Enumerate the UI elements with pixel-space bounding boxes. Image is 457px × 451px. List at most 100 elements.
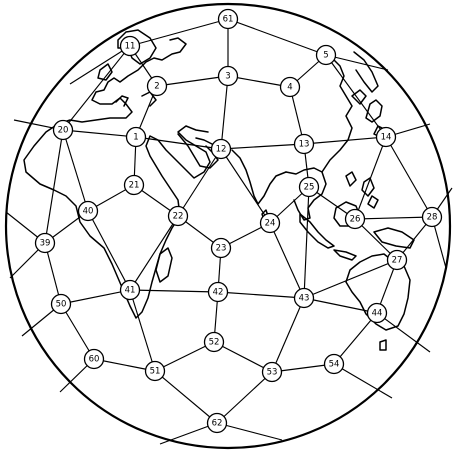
- node-52: 52: [203, 331, 225, 353]
- node-circle: [323, 353, 345, 375]
- node-label: 54: [329, 360, 340, 370]
- node-label: 40: [83, 207, 94, 217]
- sumatra-java: [299, 213, 357, 261]
- node-23: 23: [210, 237, 232, 259]
- node-circle: [167, 205, 189, 227]
- node-label: 60: [89, 355, 100, 365]
- edge-1-12: [135, 136, 222, 150]
- edge-40-41: [87, 210, 131, 291]
- node-circle: [123, 174, 145, 196]
- node-13: 13: [293, 133, 315, 155]
- edge-51-62: [154, 370, 218, 424]
- node-circle: [261, 361, 283, 383]
- edge-5-boundary-12: [325, 54, 389, 71]
- node-label: 53: [267, 368, 278, 378]
- node-circle: [279, 76, 301, 98]
- node-label: 50: [56, 300, 67, 310]
- node-label: 3: [225, 72, 230, 82]
- node-41: 41: [119, 279, 141, 301]
- philippines: [345, 171, 379, 209]
- node-label: 51: [150, 367, 161, 377]
- node-label: 13: [299, 140, 310, 150]
- coastlines: [23, 29, 415, 351]
- edge-53-62: [216, 371, 273, 424]
- edge-52-53: [213, 341, 273, 373]
- node-circle: [366, 302, 388, 324]
- edge-13-14: [303, 136, 387, 145]
- node-circle: [293, 133, 315, 155]
- node-label: 20: [58, 126, 69, 136]
- node-40: 40: [77, 200, 99, 222]
- node-circle: [210, 138, 232, 160]
- edge-44-boundary-7: [376, 312, 431, 353]
- edge-50-60: [60, 303, 95, 360]
- node-circle: [386, 249, 408, 271]
- edge-42-43: [217, 291, 305, 299]
- edge-24-43: [269, 222, 305, 299]
- british-isles: [97, 63, 113, 81]
- node-circle: [125, 126, 147, 148]
- edge-54-boundary-8: [333, 363, 393, 399]
- node-circle: [52, 119, 74, 141]
- node-5: 5: [315, 44, 337, 66]
- node-label: 41: [125, 286, 136, 296]
- node-62: 62: [206, 412, 228, 434]
- node-label: 28: [427, 213, 438, 223]
- node-circle: [344, 208, 366, 230]
- node-circle: [119, 35, 141, 57]
- node-label: 23: [216, 244, 227, 254]
- edge-26-28: [354, 216, 433, 220]
- node-circle: [83, 348, 105, 370]
- edge-43-44: [303, 297, 378, 314]
- node-44: 44: [366, 302, 388, 324]
- node-circle: [217, 8, 239, 30]
- node-51: 51: [144, 360, 166, 382]
- node-12: 12: [210, 138, 232, 160]
- edge-62-boundary-10: [216, 422, 283, 441]
- node-label: 61: [223, 15, 234, 25]
- edge-2-3: [156, 75, 229, 87]
- node-label: 21: [129, 181, 140, 191]
- europe-africa-coast: [23, 37, 211, 319]
- node-circle: [203, 331, 225, 353]
- node-circle: [375, 126, 397, 148]
- madagascar: [155, 247, 173, 283]
- edge-44-54: [333, 312, 378, 365]
- node-26: 26: [344, 208, 366, 230]
- edge-20-1: [62, 129, 137, 138]
- node-3: 3: [217, 65, 239, 87]
- edge-51-52: [154, 341, 215, 372]
- edge-12-13: [220, 143, 305, 150]
- node-20: 20: [52, 119, 74, 141]
- node-25: 25: [298, 176, 320, 198]
- node-label: 44: [372, 309, 383, 319]
- edge-20-39: [44, 129, 64, 244]
- edge-60-51: [93, 358, 156, 372]
- edge-53-54: [271, 363, 335, 373]
- node-label: 12: [216, 145, 227, 155]
- edge-5-14: [325, 54, 387, 138]
- indochina-coast: [285, 167, 327, 221]
- node-circle: [259, 212, 281, 234]
- node-label: 25: [304, 183, 315, 193]
- node-label: 1: [133, 133, 138, 143]
- edge-3-12: [220, 75, 229, 150]
- edge-27-43: [303, 259, 398, 299]
- node-27: 27: [386, 249, 408, 271]
- new-guinea: [373, 227, 415, 249]
- node-circle: [298, 176, 320, 198]
- node-label: 5: [323, 51, 328, 61]
- edge-22-41: [129, 215, 179, 291]
- node-circle: [146, 75, 168, 97]
- node-label: 52: [209, 338, 220, 348]
- node-label: 62: [212, 419, 223, 429]
- node-14: 14: [375, 126, 397, 148]
- node-label: 2: [154, 82, 159, 92]
- edge-43-53: [271, 297, 305, 373]
- edge-61-11: [129, 18, 229, 47]
- node-53: 53: [261, 361, 283, 383]
- edge-11-boundary-11: [69, 45, 131, 85]
- tasmania: [379, 339, 387, 351]
- node-circle: [315, 44, 337, 66]
